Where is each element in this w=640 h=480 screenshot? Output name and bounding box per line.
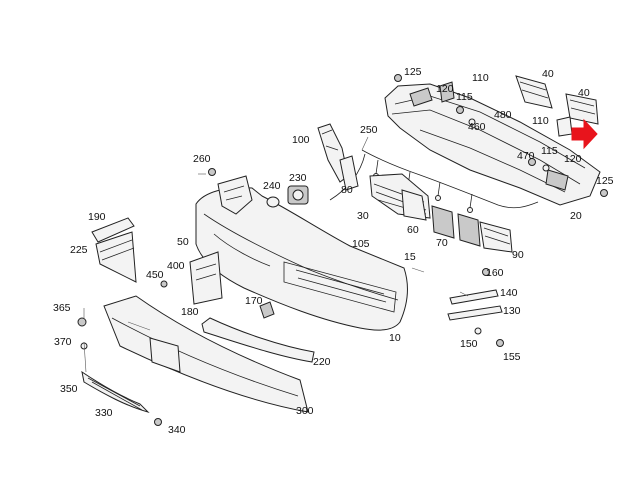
license-plate-bracket: [189, 251, 223, 305]
label-130: 130: [503, 305, 521, 317]
label-230: 230: [289, 172, 307, 184]
label-110-right: 110: [532, 115, 549, 127]
label-340: 340: [168, 424, 186, 436]
label-20: 20: [570, 210, 582, 222]
label-90: 90: [512, 249, 524, 261]
leader-lines: [83, 136, 469, 373]
label-140: 140: [500, 287, 518, 299]
label-170: 170: [245, 295, 263, 307]
red-arrow-icon: [571, 118, 598, 150]
label-120-mid: 120: [564, 153, 582, 165]
label-15: 15: [404, 251, 416, 263]
front-bumper-cover: [195, 187, 408, 331]
label-150: 150: [460, 338, 478, 350]
label-480: 480: [494, 109, 512, 121]
label-180: 180: [181, 306, 199, 318]
side-trim-strips: [91, 217, 137, 283]
label-300: 300: [296, 405, 314, 417]
label-125-top: 125: [404, 66, 422, 78]
label-370: 370: [54, 336, 72, 348]
fasteners: [77, 74, 608, 426]
label-260: 260: [193, 153, 211, 165]
label-365: 365: [53, 302, 71, 314]
label-100: 100: [292, 134, 310, 146]
label-105: 105: [352, 238, 370, 250]
label-250: 250: [360, 124, 378, 136]
label-40-top: 40: [542, 68, 554, 80]
impact-absorber-assembly: [384, 75, 601, 206]
label-155: 155: [503, 351, 521, 363]
part-labels: 125 40 110 120 115 480 460 40 110 250 10…: [53, 66, 614, 436]
lower-grille-mesh: [81, 370, 150, 413]
label-190: 190: [88, 211, 106, 223]
label-115-mid: 115: [541, 145, 558, 157]
right-side-strips: [447, 289, 503, 321]
lower-bumper-spoiler: [103, 295, 309, 413]
label-350: 350: [60, 383, 78, 395]
label-125-right: 125: [596, 175, 614, 187]
trim-strip-lower: [201, 301, 315, 363]
label-60: 60: [407, 224, 419, 236]
label-120-top: 120: [436, 83, 454, 95]
label-70: 70: [436, 237, 448, 249]
upper-left-bracket: [217, 175, 309, 215]
label-470: 470: [517, 150, 535, 162]
left-mount-bracket: [317, 123, 359, 191]
label-240: 240: [263, 180, 281, 192]
label-40-right: 40: [578, 87, 590, 99]
label-10: 10: [389, 332, 401, 344]
label-330: 330: [95, 407, 113, 419]
label-460: 460: [468, 121, 486, 133]
label-450: 450: [146, 269, 164, 281]
grille-and-fog-lamps: [369, 173, 513, 253]
label-225: 225: [70, 244, 88, 256]
label-110-top: 110: [472, 72, 489, 84]
label-50: 50: [177, 236, 189, 248]
label-220: 220: [313, 356, 331, 368]
label-80: 80: [341, 184, 353, 196]
label-30: 30: [357, 210, 369, 222]
label-400: 400: [167, 260, 185, 272]
label-115-top: 115: [456, 91, 473, 103]
label-160: 160: [486, 267, 504, 279]
